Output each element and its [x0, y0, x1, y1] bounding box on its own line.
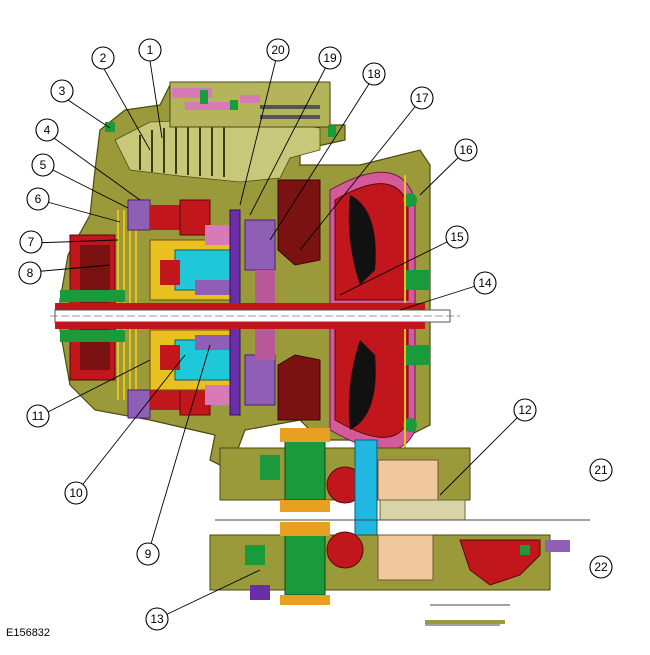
- svg-text:4: 4: [44, 123, 51, 137]
- callout-19: 19: [318, 46, 342, 70]
- svg-text:12: 12: [518, 403, 532, 417]
- callout-3: 3: [50, 79, 74, 103]
- svg-text:20: 20: [271, 43, 285, 57]
- callout-22: 22: [589, 555, 613, 579]
- oil-pump: [244, 179, 321, 421]
- svg-text:15: 15: [450, 230, 464, 244]
- svg-text:3: 3: [59, 84, 66, 98]
- differential-section: [209, 522, 570, 626]
- svg-text:16: 16: [459, 143, 473, 157]
- svg-text:5: 5: [40, 158, 47, 172]
- callout-15: 15: [445, 225, 469, 249]
- callout-5: 5: [31, 153, 55, 177]
- callout-21: 21: [589, 458, 613, 482]
- svg-text:6: 6: [35, 192, 42, 206]
- callout-16: 16: [454, 138, 478, 162]
- svg-text:22: 22: [594, 560, 608, 574]
- callout-10: 10: [64, 481, 88, 505]
- svg-text:10: 10: [69, 486, 83, 500]
- leader-lines: [31, 50, 526, 620]
- callout-2: 2: [91, 46, 115, 70]
- figure-reference-code: E156832: [6, 627, 51, 639]
- callout-20: 20: [266, 38, 290, 62]
- callout-11: 11: [26, 404, 50, 428]
- callout-13: 13: [145, 607, 169, 631]
- svg-text:7: 7: [28, 235, 35, 249]
- callout-1: 1: [138, 38, 162, 62]
- callout-12: 12: [513, 398, 537, 422]
- callout-9: 9: [136, 542, 160, 566]
- svg-text:21: 21: [594, 463, 608, 477]
- valve-body: [105, 81, 336, 137]
- callout-18: 18: [362, 62, 386, 86]
- svg-text:14: 14: [478, 276, 492, 290]
- svg-text:13: 13: [150, 612, 164, 626]
- callout-14: 14: [473, 271, 497, 295]
- svg-text:17: 17: [415, 91, 429, 105]
- callout-8: 8: [18, 261, 42, 285]
- svg-text:9: 9: [145, 547, 152, 561]
- main-shaft: [50, 290, 460, 342]
- svg-text:8: 8: [27, 266, 34, 280]
- svg-text:18: 18: [367, 67, 381, 81]
- callout-4: 4: [35, 118, 59, 142]
- callout-7: 7: [19, 230, 43, 254]
- callout-6: 6: [26, 187, 50, 211]
- callout-17: 17: [410, 86, 434, 110]
- svg-text:19: 19: [323, 51, 337, 65]
- svg-text:11: 11: [32, 409, 45, 423]
- svg-text:2: 2: [100, 51, 107, 65]
- svg-text:1: 1: [147, 43, 154, 57]
